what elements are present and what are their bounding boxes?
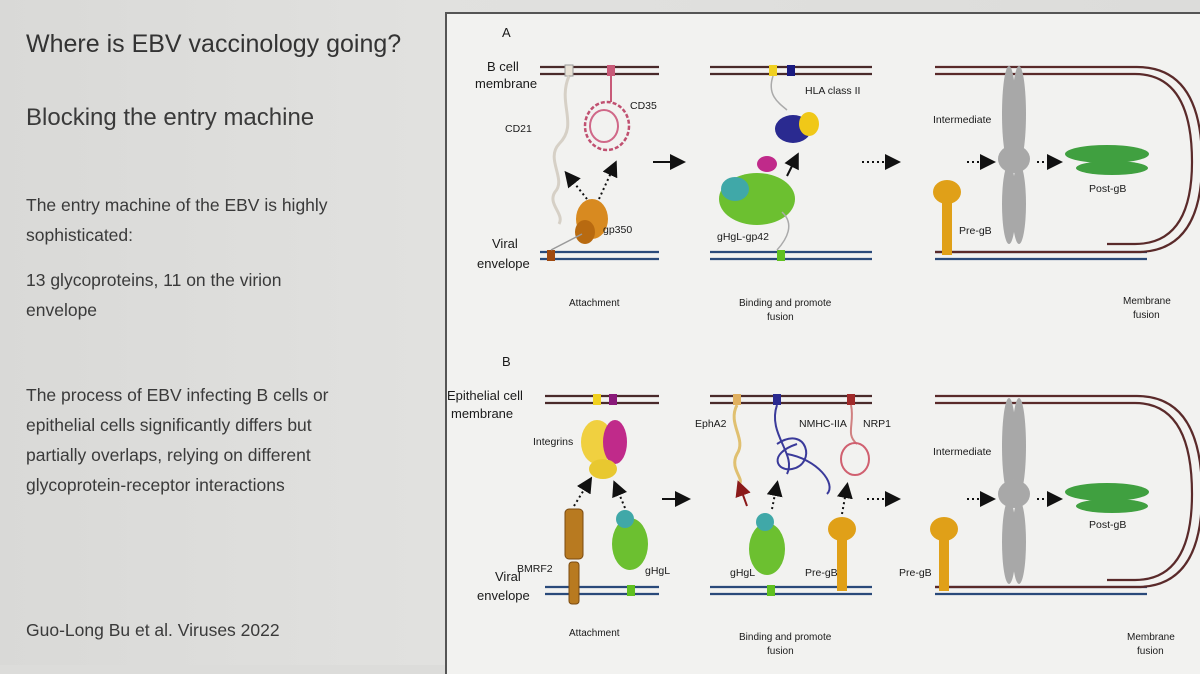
post-gb-label-b: Post-gB [1089,519,1126,531]
nrp1-label: NRP1 [863,418,891,430]
entry-machine-figure: A B cell membrane Viral envelope CD21 CD… [445,12,1200,674]
cd21-molecule [551,75,571,225]
ghgl-label-left: gHgL [645,565,670,577]
pre-gb-b [930,517,958,591]
arrow-gp350-cd35 [598,160,618,200]
caption-binding-a-line2: fusion [767,312,794,323]
gp350-label: gp350 [603,224,632,236]
caption-attachment-b: Attachment [569,628,620,639]
paragraph-glycoproteins: 13 glycoproteins, 11 on the virion envel… [26,270,282,320]
ghgl-molecule-mid [749,513,785,575]
gp350-anchor-icon [547,250,555,261]
intermediate-label-a: Intermediate [933,114,992,126]
ghgl-anchor-icon [627,585,635,596]
post-gb-a [1065,145,1149,175]
intermediate-label-b: Intermediate [933,446,992,458]
hla-label: HLA class II [805,85,860,97]
intermediate-gb-b [998,398,1030,584]
arrow-ghgl-epha2 [735,480,751,507]
post-gb-b [1065,483,1149,513]
arrow-pregb-nrp1 [837,482,853,515]
panel-a-membrane-label-line1: B cell [487,59,519,74]
arrow-ghgl-integrin [612,480,627,509]
epha2-anchor-icon [733,394,741,405]
post-gb-label-a: Post-gB [1089,183,1126,195]
intermediate-gb-a [998,66,1030,244]
panel-a-envelope-label-line2: envelope [477,256,530,271]
hla-anchor-icon [769,65,777,76]
pre-gb-mid [828,517,856,591]
panel-b-membrane-label-line1: Epithelial cell [447,388,523,403]
gp42-label: gHgL-gp42 [717,231,769,243]
cd21-label: CD21 [505,123,532,135]
caption-fusion-b-line1: Membrane [1127,632,1175,643]
slide-subtitle: Blocking the entry machine [26,104,315,131]
gp42-anchor-icon [777,250,785,261]
ghgl-molecule-left [612,510,648,570]
bmrf2-label: BMRF2 [517,563,553,575]
panel-b-envelope-label-line1: Viral [495,569,521,584]
caption-fusion-a-line1: Membrane [1123,296,1171,307]
cd35-label: CD35 [630,100,657,112]
ghgl-mid-anchor-icon [767,585,775,596]
nrp1-molecule [840,404,870,476]
caption-binding-b-line1: Binding and promote [739,632,832,643]
arrow-bmrf2-integrin [573,476,593,507]
panel-b-letter: B [502,354,511,369]
hla-gp42-complex [719,75,819,251]
nmhc-anchor-icon [773,394,781,405]
arrow-gp42-hla [784,152,799,177]
fusion-membrane-a-inner [935,72,1194,246]
integrin-anchor-icon [593,394,601,405]
nrp1-anchor-icon [847,394,855,405]
paragraph-entry-machine: The entry machine of the EBV is highly s… [26,195,328,245]
nmhc-label: NMHC-IIA [799,418,847,430]
figure-svg: A B cell membrane Viral envelope CD21 CD… [447,25,1200,657]
fusion-membrane-b-inner [935,401,1194,582]
fusion-membrane-b-outer [935,394,1200,589]
fusion-membrane-a-outer [935,65,1200,254]
panel-a-envelope-label-line1: Viral [492,236,518,251]
caption-binding-b-line2: fusion [767,646,794,657]
arrow-gp350-cd21 [564,170,588,200]
epha2-label: EphA2 [695,418,727,430]
slide-title: Where is EBV vaccinology going? [26,30,402,58]
panel-b-envelope-label-line2: envelope [477,588,530,603]
panel-a-cell-membrane [540,65,872,76]
arrow-ghgl-nmhc [766,480,783,510]
integrins-label: Integrins [533,436,573,448]
cd35-anchor-icon [607,65,615,76]
caption-binding-a-line1: Binding and promote [739,298,832,309]
pre-gb-a [933,180,961,255]
cd35-molecule [583,76,631,152]
paragraph-infection-process: The process of EBV infecting B cells or … [26,385,329,495]
bmrf2-molecule [564,508,584,605]
integrin-anchor-icon-2 [609,394,617,405]
nmhc-molecule [774,404,831,495]
caption-fusion-b-line2: fusion [1137,646,1164,657]
panel-b-membrane-label-line2: membrane [451,406,513,421]
ghgl-label-mid: gHgL [730,567,755,579]
gp350-molecule [550,199,608,251]
text-column: Where is EBV vaccinology going? Blocking… [0,0,440,665]
pre-gb-label-b: Pre-gB [899,567,932,579]
citation: Guo-Long Bu et al. Viruses 2022 [26,620,280,640]
caption-fusion-a-line2: fusion [1133,310,1160,321]
panel-a-membrane-label-line2: membrane [475,76,537,91]
caption-attachment-a: Attachment [569,298,620,309]
pre-gb-label-a: Pre-gB [959,225,992,237]
pre-gb-label-mid: Pre-gB [805,567,838,579]
panel-a-letter: A [502,25,511,40]
integrin-molecule [581,420,627,479]
hla-anchor-icon-2 [787,65,795,76]
cd21-anchor-icon [564,64,574,77]
epha2-molecule [732,404,742,486]
